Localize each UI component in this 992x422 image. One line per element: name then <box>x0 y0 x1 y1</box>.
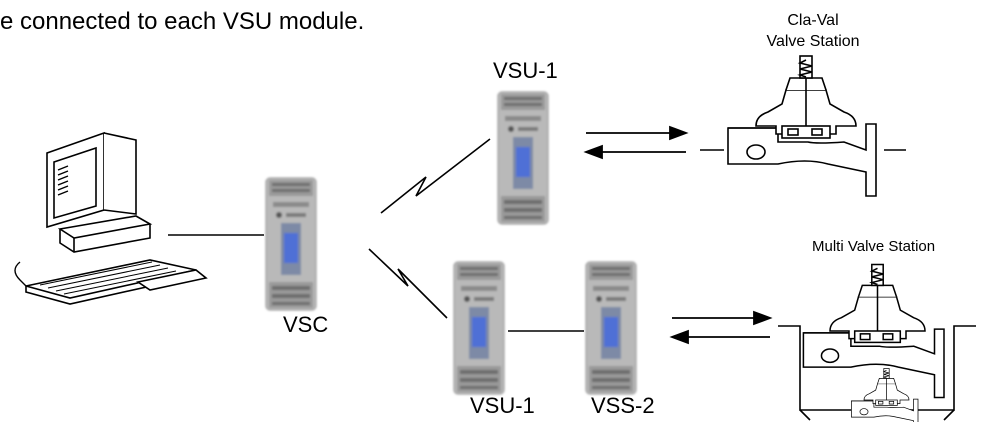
vsu-top-module <box>497 91 549 225</box>
double-arrow-icon <box>669 310 773 345</box>
vsc-module <box>265 177 317 311</box>
valve-icon <box>851 368 919 422</box>
radio-link-icon <box>368 248 448 319</box>
claval-station-label: Cla-Val Valve Station <box>742 10 884 52</box>
double-arrow-icon <box>583 125 689 160</box>
vsu-top-label: VSU-1 <box>493 58 558 83</box>
vsc-label: VSC <box>283 312 329 337</box>
valve-icon <box>802 263 945 399</box>
multi-station-label: Multi Valve Station <box>812 238 936 255</box>
computer-icon <box>14 131 208 305</box>
claval-label-line2: Valve Station <box>766 33 860 50</box>
vsu-bottom-module <box>453 261 505 395</box>
vss-label: VSS-2 <box>591 393 655 418</box>
claval-label-line1: Cla-Val <box>787 12 839 29</box>
intro-text: e connected to each VSU module. <box>0 8 365 35</box>
radio-link-icon <box>380 138 491 214</box>
vsu-bottom-label: VSU-1 <box>470 393 535 418</box>
vss-module <box>585 261 637 395</box>
valve-icon <box>727 55 877 197</box>
